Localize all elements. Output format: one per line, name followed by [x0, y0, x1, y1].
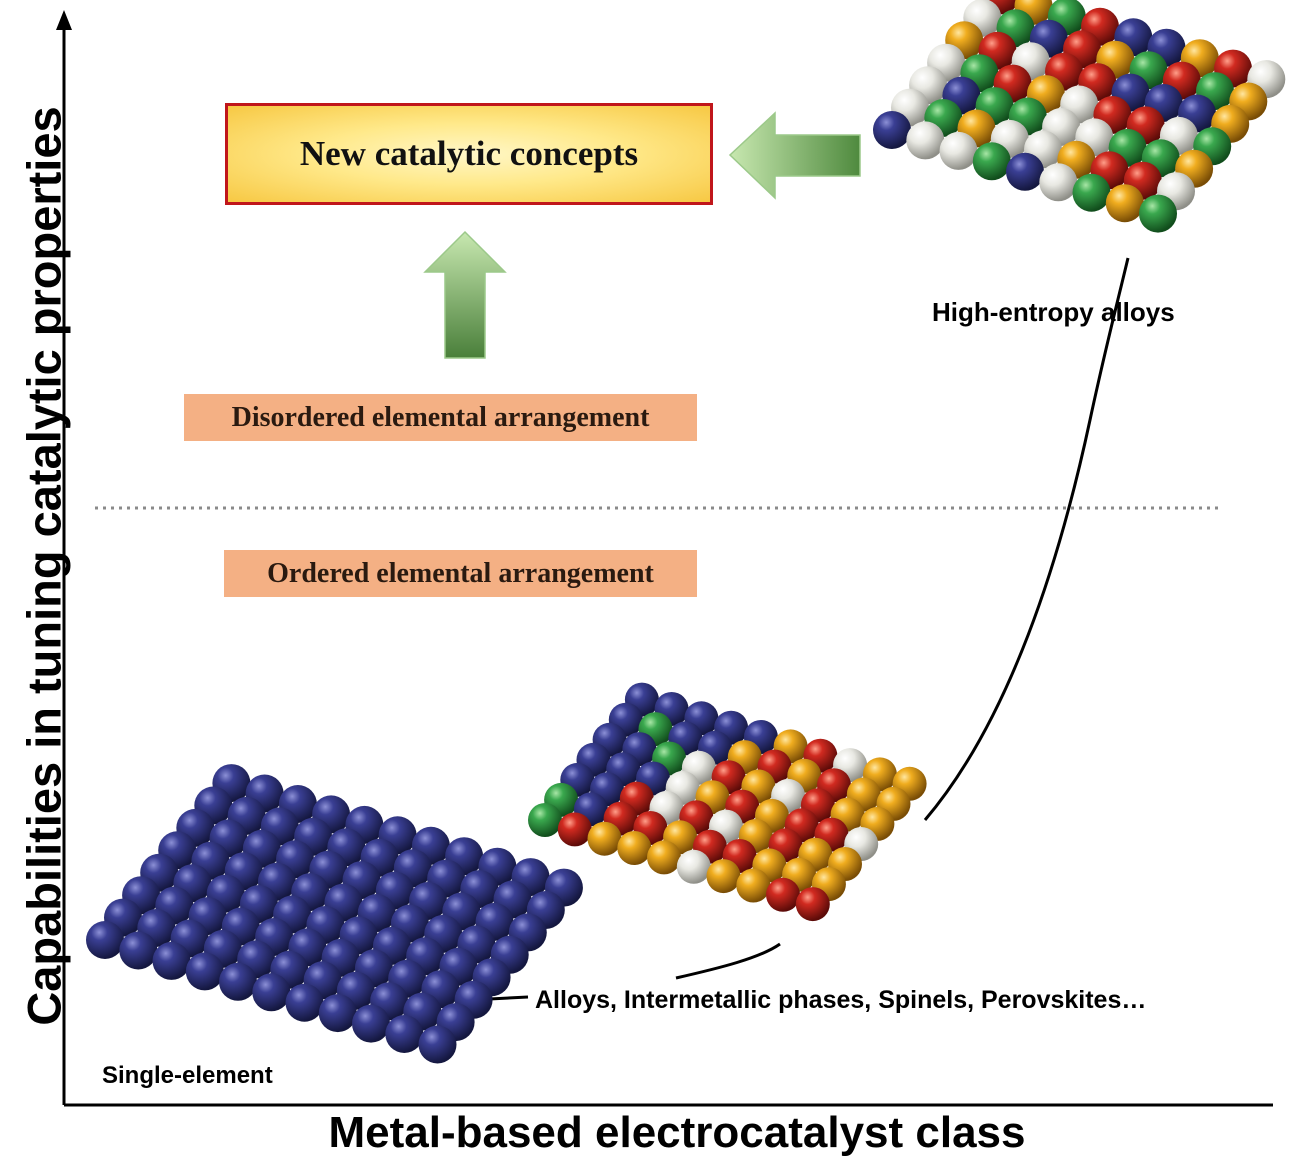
navy-sphere: [385, 1015, 424, 1053]
alloy-sphere: [676, 849, 711, 884]
connector-curve-upper: [923, 257, 1130, 821]
alloy-sphere: [795, 887, 830, 922]
alloy-sphere: [587, 821, 622, 856]
hea-sphere: [939, 131, 978, 170]
ordered-arrangement-tag: Ordered elemental arrangement: [224, 550, 697, 597]
alloy-sphere: [706, 859, 741, 894]
navy-sphere: [152, 941, 191, 980]
hea-sphere: [1039, 163, 1078, 202]
navy-sphere: [285, 983, 324, 1022]
alloys-label: Alloys, Intermetallic phases, Spinels, P…: [535, 986, 1147, 1014]
hea-sphere: [1072, 173, 1111, 212]
navy-sphere: [86, 921, 124, 959]
navy-sphere: [318, 994, 357, 1033]
alloy-sphere: [528, 803, 562, 837]
y-axis-label: Capabilities in tuning catalytic propert…: [17, 106, 71, 1026]
navy-sphere: [252, 973, 291, 1012]
navy-sphere: [352, 1004, 390, 1043]
hea-sphere: [972, 142, 1011, 181]
ordered-arrangement-text: Ordered elemental arrangement: [267, 557, 654, 589]
connector-curve-lower: [675, 942, 781, 980]
new-catalytic-concepts-text: New catalytic concepts: [299, 134, 639, 173]
single-element-label: Single-element: [102, 1062, 273, 1089]
navy-sphere: [119, 931, 158, 970]
navy-sphere: [418, 1025, 457, 1064]
hea-sphere: [1006, 152, 1044, 191]
alloy-sphere: [647, 840, 681, 875]
disordered-arrangement-text: Disordered elemental arrangement: [231, 401, 650, 433]
alloy-sphere: [766, 877, 800, 912]
alloy-sphere: [736, 868, 771, 903]
high-entropy-alloys-cluster: [873, 0, 1286, 233]
alloys-cluster: [528, 682, 927, 922]
alloy-sphere: [557, 812, 592, 847]
navy-sphere: [185, 952, 224, 991]
left-arrow: [728, 111, 861, 200]
disordered-arrangement-tag: Disordered elemental arrangement: [184, 394, 697, 441]
hea-sphere: [1139, 194, 1177, 233]
x-axis-label: Metal-based electrocatalyst class: [328, 1108, 1026, 1157]
navy-sphere: [219, 962, 257, 1001]
hea-sphere: [1105, 184, 1144, 223]
single-element-cluster: [86, 764, 583, 1064]
up-arrow: [423, 230, 507, 359]
hea-sphere: [906, 121, 945, 160]
new-catalytic-concepts-box: New catalytic concepts: [225, 103, 713, 205]
y-axis-arrowhead: [56, 10, 72, 30]
high-entropy-alloys-label: High-entropy alloys: [932, 297, 1175, 327]
hea-sphere: [873, 111, 911, 149]
alloy-sphere: [617, 831, 652, 865]
